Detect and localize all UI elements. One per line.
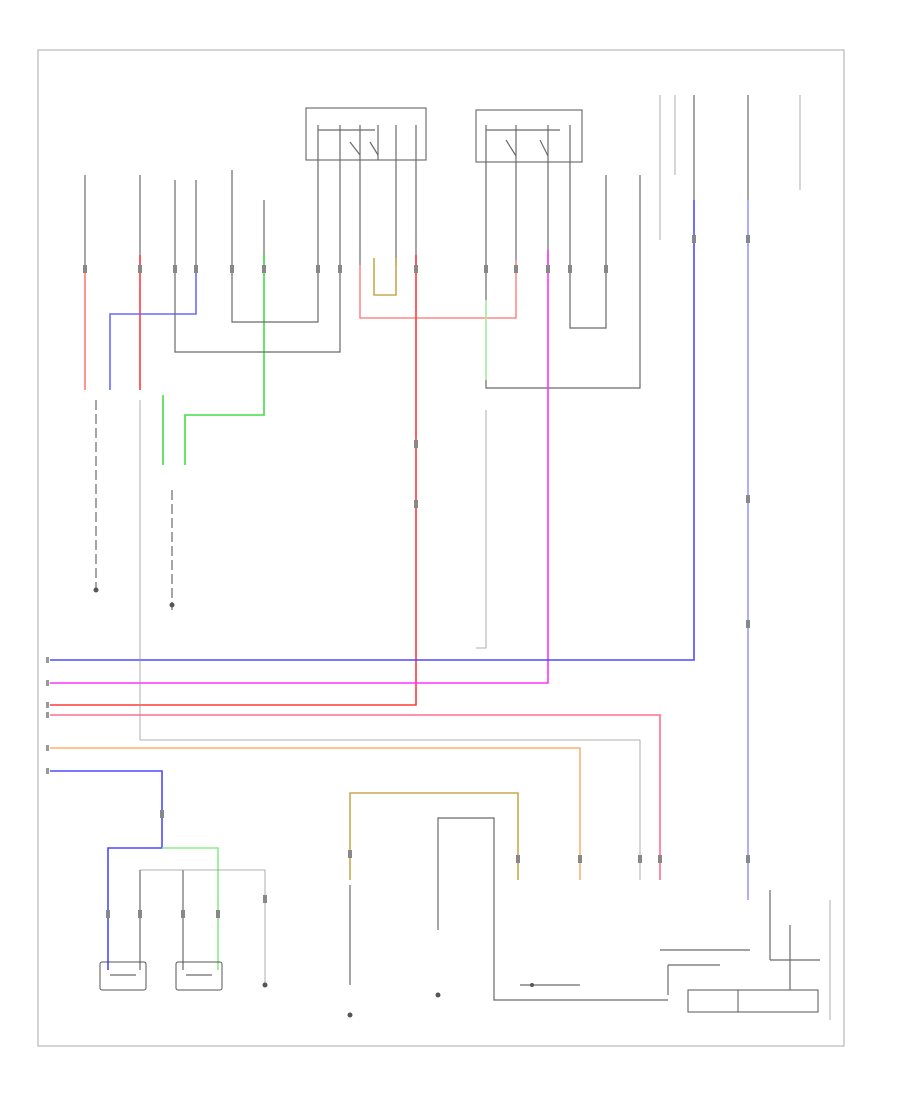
red-wire-long — [50, 255, 417, 706]
ground-icon — [93, 587, 441, 1018]
component-box-bottom-right — [660, 890, 831, 1020]
blue-wire-bottom — [50, 770, 163, 970]
thin-bottom-3 — [140, 869, 266, 985]
gray-loop-3 — [569, 265, 607, 329]
thin-gray-down — [476, 410, 487, 649]
gray-loop-1 — [174, 265, 341, 353]
fuse-columns — [84, 170, 607, 265]
diagram-frame — [37, 49, 845, 1047]
light-red-wire — [359, 260, 517, 319]
green-wire — [184, 255, 265, 465]
magenta-wire — [50, 250, 549, 684]
hot-at-fuse-area — [659, 95, 801, 240]
switch-bottom-middle — [520, 983, 580, 987]
tan-wire-bottom — [349, 792, 519, 880]
switch-contact-icon — [349, 141, 379, 156]
connector-pin-icon — [83, 235, 750, 918]
blue-wire-long — [50, 200, 695, 661]
tan-wire — [373, 258, 397, 296]
green-wire-bottom — [162, 847, 219, 970]
lamp-icon — [175, 961, 223, 991]
thin-gray-wire — [140, 739, 641, 880]
relay-box-left — [305, 107, 427, 265]
blue-wire-left — [109, 265, 197, 390]
bus-terminals — [46, 657, 49, 774]
lamp-icon — [99, 961, 147, 991]
gray-bottom-loop — [437, 817, 668, 1001]
gray-loop-4 — [485, 175, 641, 389]
switch-contact-icon — [505, 139, 549, 157]
pink-wire-long — [50, 714, 661, 880]
orange-wire — [50, 747, 581, 880]
gray-loop-2 — [231, 265, 319, 323]
relay-box-right — [475, 109, 583, 265]
